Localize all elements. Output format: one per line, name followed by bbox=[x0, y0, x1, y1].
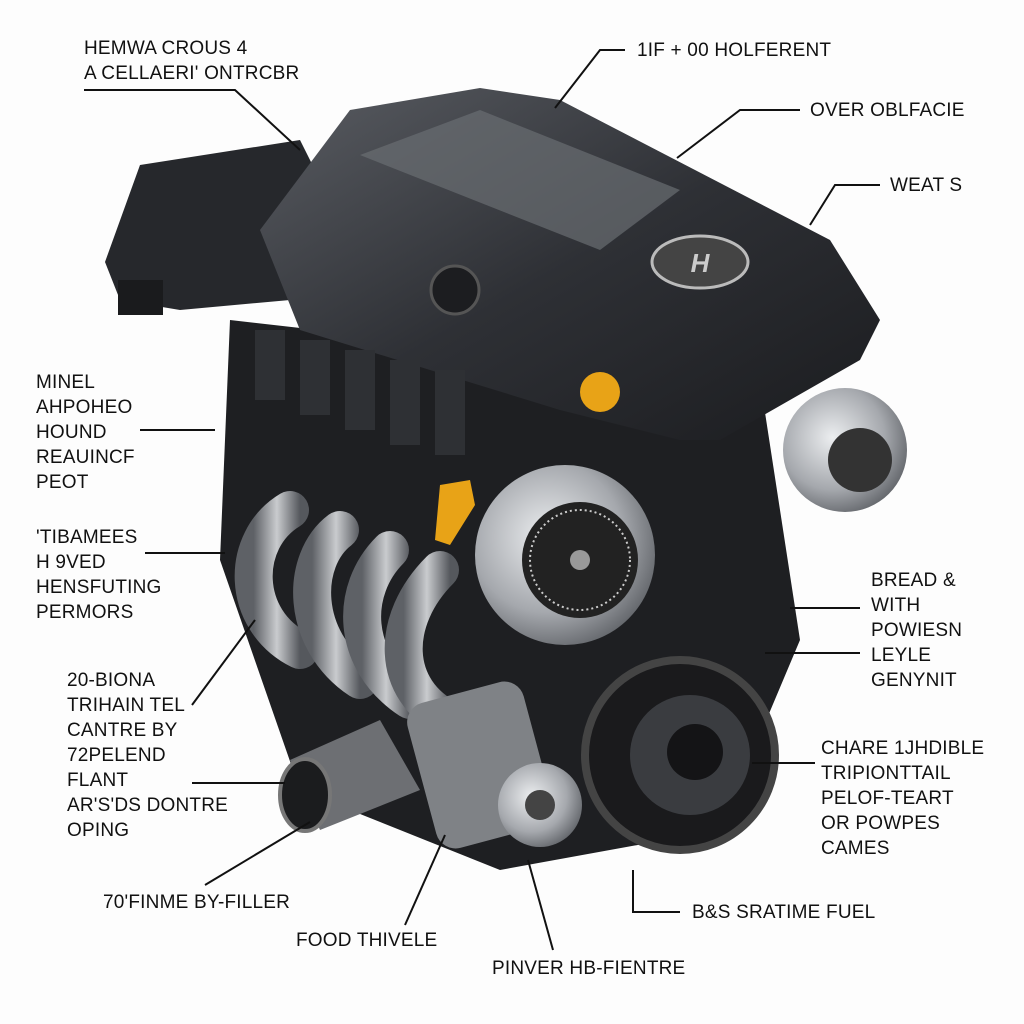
label-line: CHARE 1JHDIBLE bbox=[821, 738, 985, 759]
hyundai-logo bbox=[650, 234, 750, 290]
label-right-1: BREAD & WITH POWIESN LEYLE GENYNIT bbox=[871, 568, 962, 693]
label-line: REAUINCF bbox=[36, 447, 135, 468]
air-box bbox=[105, 140, 330, 310]
label-line: MINEL bbox=[36, 372, 96, 393]
label-line: AHPOHEO bbox=[36, 397, 133, 418]
label-left-3: 20-BIONA TRIHAIN TEL CANTRE BY 72PELEND … bbox=[67, 668, 228, 843]
label-line: PEOT bbox=[36, 472, 89, 493]
label-top-center: 1IF + 00 HOLFERENT bbox=[637, 38, 831, 63]
label-line: B&S SRATIME FUEL bbox=[692, 902, 876, 923]
label-line: CAMES bbox=[821, 838, 890, 859]
label-line: 70'FINME BY-FILLER bbox=[103, 892, 291, 913]
label-right-2: CHARE 1JHDIBLE TRIPIONTTAIL PELOF-TEART … bbox=[821, 736, 984, 861]
label-line: POWIESN bbox=[871, 620, 963, 641]
label-line: LEYLE bbox=[871, 645, 932, 666]
label-line: TRIHAIN TEL bbox=[67, 695, 185, 716]
label-line: HENSFUTING bbox=[36, 577, 162, 598]
label-line: OVER OBLFACIE bbox=[810, 100, 965, 121]
label-line: OPING bbox=[67, 820, 130, 841]
oil-cap bbox=[429, 264, 481, 316]
label-line: PERMORS bbox=[36, 602, 134, 623]
label-line: PINVER HB-FIENTRE bbox=[492, 958, 686, 979]
label-top-right-2: WEAT S bbox=[890, 173, 962, 198]
label-line: GENYNIT bbox=[871, 670, 957, 691]
label-line: 'TIBAMEES bbox=[36, 527, 138, 548]
leader-lines bbox=[84, 49, 880, 951]
label-bottom-left: 70'FINME BY-FILLER bbox=[103, 890, 290, 915]
label-line: 20-BIONA bbox=[67, 670, 156, 691]
label-line: A CELLAERI' ONTRCBR bbox=[84, 63, 300, 84]
dipstick-handle bbox=[435, 480, 475, 545]
label-line: HEMWA CROUS 4 bbox=[84, 38, 248, 59]
label-bottom-right: B&S SRATIME FUEL bbox=[692, 900, 875, 925]
label-line: WEAT S bbox=[890, 175, 963, 196]
svg-text:H: H bbox=[691, 248, 711, 278]
label-line: WITH bbox=[871, 595, 921, 616]
label-bottom-center-1: FOOD THIVELE bbox=[296, 928, 437, 953]
label-line: CANTRE BY bbox=[67, 720, 178, 741]
label-line: H 9VED bbox=[36, 552, 106, 573]
coolant-cap bbox=[580, 372, 620, 412]
label-line: TRIPIONTTAIL bbox=[821, 763, 951, 784]
label-line: FLANT bbox=[67, 770, 129, 791]
label-line: HOUND bbox=[36, 422, 107, 443]
label-left-1: MINEL AHPOHEO HOUND REAUINCF PEOT bbox=[36, 370, 135, 495]
label-line: 1IF + 00 HOLFERENT bbox=[637, 40, 832, 61]
label-line: FOOD THIVELE bbox=[296, 930, 438, 951]
label-line: PELOF-TEART bbox=[821, 788, 954, 809]
label-top-left: HEMWA CROUS 4 A CELLAERI' ONTRCBR bbox=[84, 36, 299, 86]
label-left-2: 'TIBAMEES H 9VED HENSFUTING PERMORS bbox=[36, 525, 162, 625]
label-line: OR POWPES bbox=[821, 813, 940, 834]
label-top-right-1: OVER OBLFACIE bbox=[810, 98, 965, 123]
label-bottom-center-2: PINVER HB-FIENTRE bbox=[492, 956, 685, 981]
valve-cover-fins bbox=[255, 330, 465, 455]
label-line: 72PELEND bbox=[67, 745, 166, 766]
label-line: AR'S'DS DONTRE bbox=[67, 795, 229, 816]
label-line: BREAD & bbox=[871, 570, 956, 591]
